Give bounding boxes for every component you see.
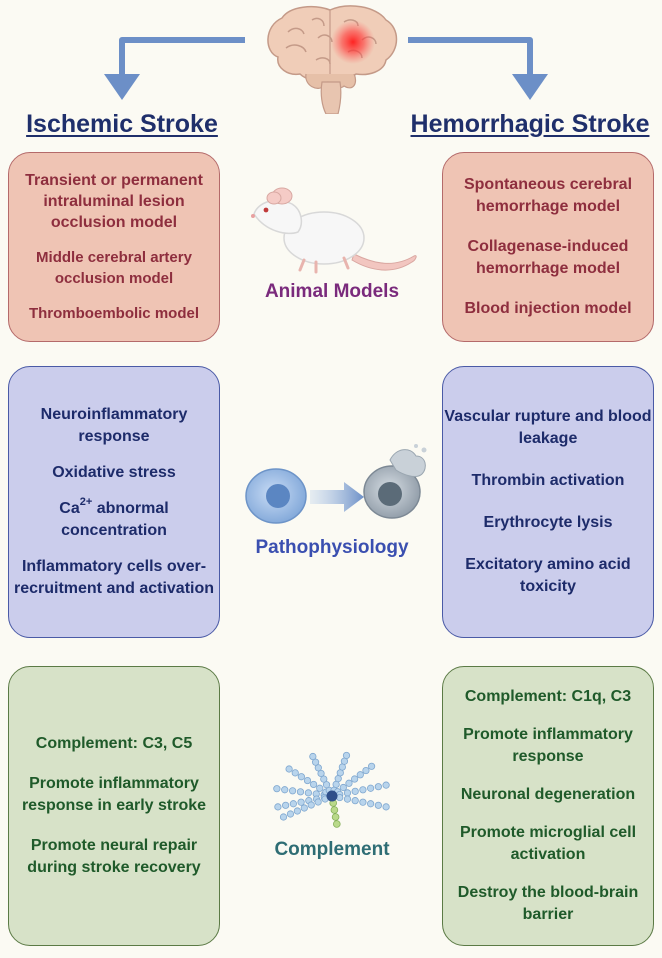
animal-model-item: Thromboembolic model xyxy=(28,305,199,322)
pathophysiology-item: Oxidative stress xyxy=(52,464,176,481)
pathophysiology-label: Pathophysiology xyxy=(255,537,409,558)
brain-icon xyxy=(267,5,398,114)
complement-item: Promote inflammatory response xyxy=(463,726,633,765)
complement-item: Neuronal degeneration xyxy=(460,786,636,803)
top-arrows xyxy=(104,37,548,100)
complement-item: Complement: C1q, C3 xyxy=(464,688,632,705)
ischemic-pathophysiology-box: Neuroinflammatory response Oxidative str… xyxy=(8,366,220,638)
animal-model-item: Blood injection model xyxy=(464,300,632,317)
complement-item: Promote neural repair during stroke reco… xyxy=(27,837,201,876)
animal-model-item: Middle cerebral artery occlusion model xyxy=(36,249,192,287)
complement-item: Complement: C3, C5 xyxy=(35,735,193,752)
hemorrhagic-stroke-heading: Hemorrhagic Stroke xyxy=(410,110,650,138)
hemorrhagic-pathophysiology-box: Vascular rupture and blood leakage Throm… xyxy=(442,366,654,638)
animal-model-item: Transient or permanent intraluminal lesi… xyxy=(25,172,203,231)
damaged-cell-icon xyxy=(363,444,427,519)
complement-item: Promote microglial cell activation xyxy=(459,824,637,863)
hemorrhagic-animal-models-box: Spontaneous cerebral hemorrhage model Co… xyxy=(442,152,654,342)
calcium-symbol: Ca xyxy=(59,500,80,517)
complement-item: Destroy the blood-brain barrier xyxy=(457,884,639,923)
pathophysiology-item: Excitatory amino acid toxicity xyxy=(465,556,631,595)
complement-molecule-icon xyxy=(273,751,390,828)
complement-item: Promote inflammatory response in early s… xyxy=(21,775,207,814)
animal-models-label: Animal Models xyxy=(264,281,400,302)
pathophysiology-item: Inflammatory cells over-recruitment and … xyxy=(13,558,215,597)
complement-label: Complement xyxy=(274,839,390,860)
ischemic-stroke-heading: Ischemic Stroke xyxy=(26,110,218,138)
rat-icon xyxy=(251,187,417,274)
animal-model-item: Collagenase-induced hemorrhage model xyxy=(467,238,629,277)
pathophysiology-item: Erythrocyte lysis xyxy=(483,514,613,531)
hemorrhagic-complement-box: Complement: C1q, C3 Promote inflammatory… xyxy=(442,666,654,946)
calcium-charge: 2+ xyxy=(79,495,93,508)
ischemic-complement-box: Complement: C3, C5 Promote inflammatory … xyxy=(8,666,220,946)
pathophysiology-item: Vascular rupture and blood leakage xyxy=(444,408,652,447)
cell-transition-graphic xyxy=(245,444,427,524)
cell-icon xyxy=(245,468,307,524)
ischemic-animal-models-box: Transient or permanent intraluminal lesi… xyxy=(8,152,220,342)
pathophysiology-item: Thrombin activation xyxy=(471,472,625,489)
calcium-concentration-item: Ca2+ abnormal concentration xyxy=(9,495,219,542)
animal-model-item: Spontaneous cerebral hemorrhage model xyxy=(463,176,633,215)
pathophysiology-item: Neuroinflammatory response xyxy=(40,406,188,445)
calcium-text: abnormal concentration xyxy=(61,500,169,539)
